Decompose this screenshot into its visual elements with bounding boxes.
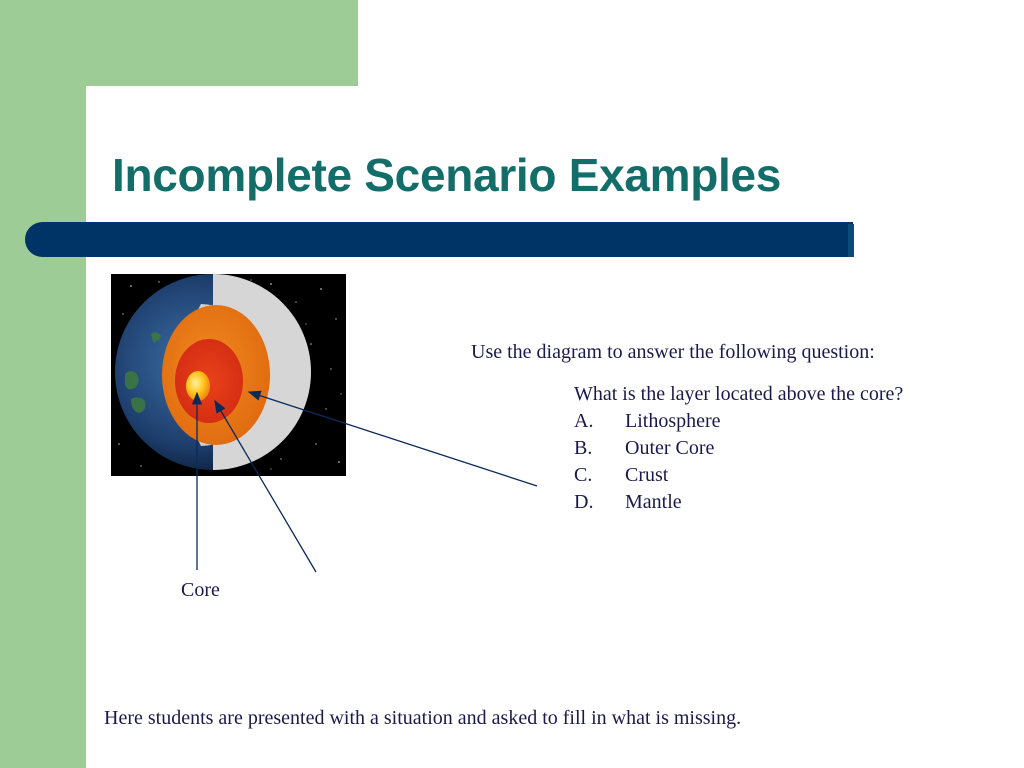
option-letter: D. bbox=[574, 491, 594, 513]
title-underline-bar bbox=[25, 222, 853, 257]
option-text: Mantle bbox=[625, 491, 682, 513]
footer-caption: Here students are presented with a situa… bbox=[104, 707, 742, 729]
slide-title: Incomplete Scenario Examples bbox=[112, 149, 782, 201]
answer-option-b: B. Outer Core bbox=[574, 437, 714, 460]
earth-layers-diagram bbox=[111, 274, 346, 476]
question-intro-text: Use the diagram to answer the following … bbox=[471, 341, 875, 363]
outer-core-pointer-line bbox=[214, 399, 317, 573]
continents bbox=[125, 332, 161, 413]
core-label: Core bbox=[181, 579, 220, 601]
title-bar-end-accent bbox=[848, 224, 854, 257]
question-text: What is the layer located above the core… bbox=[574, 383, 904, 405]
green-sidebar-decoration bbox=[0, 0, 86, 768]
mantle-pointer-line bbox=[247, 390, 538, 487]
option-text: Lithosphere bbox=[625, 410, 721, 432]
option-letter: C. bbox=[574, 464, 593, 486]
option-letter: B. bbox=[574, 437, 593, 459]
option-text: Crust bbox=[625, 464, 669, 486]
answer-option-c: C. Crust bbox=[574, 464, 668, 487]
option-text: Outer Core bbox=[625, 437, 715, 459]
green-top-decoration bbox=[0, 0, 358, 86]
answer-option-a: A. Lithosphere bbox=[574, 410, 721, 433]
option-letter: A. bbox=[574, 410, 594, 432]
answer-option-d: D. Mantle bbox=[574, 491, 682, 514]
